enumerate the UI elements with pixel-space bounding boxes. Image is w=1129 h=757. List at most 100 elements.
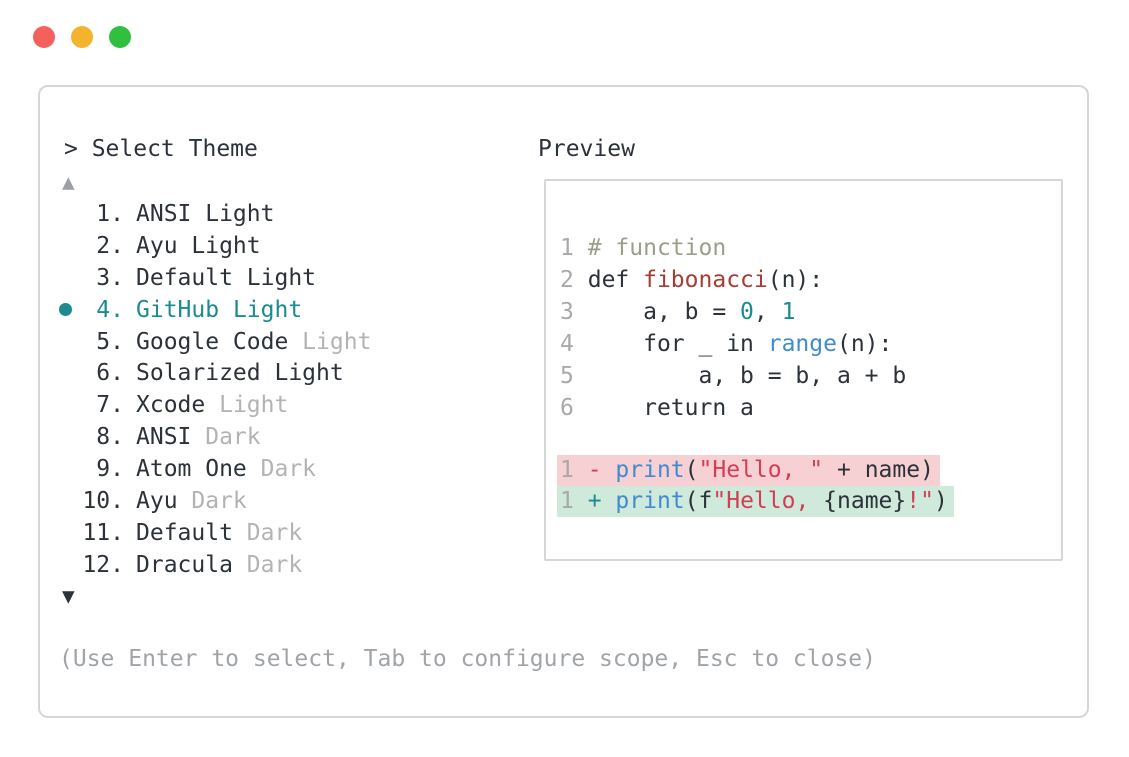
line-number: 1 [560, 488, 574, 514]
item-label: Ayu Light [136, 233, 261, 259]
line-number: 4 [560, 331, 574, 357]
code-token: range [767, 331, 837, 357]
theme-list-item[interactable]: 12. Dracula Dark [40, 549, 520, 581]
code-line: 5 a, b = b, a + b [560, 360, 906, 392]
theme-list-item[interactable]: 1. ANSI Light [40, 198, 520, 230]
line-number: 1 [560, 235, 574, 261]
theme-variant: Dark [177, 487, 247, 514]
code-token: + [587, 488, 616, 514]
theme-list-item[interactable]: 6. Solarized Light [40, 357, 520, 389]
theme-list-item[interactable]: 5. Google Code Light [40, 326, 520, 358]
theme-variant: Light [177, 232, 261, 259]
theme-name: Atom One [136, 456, 247, 483]
theme-name: Default [136, 264, 233, 291]
theme-list-item[interactable]: 3.Default Light [40, 262, 520, 294]
theme-variant: Light [191, 200, 275, 227]
theme-list-item[interactable]: 8. ANSI Dark [40, 421, 520, 453]
bullet-slot [52, 389, 78, 421]
code-token: , [753, 299, 782, 325]
theme-list-item[interactable]: 2.Ayu Light [40, 230, 520, 262]
theme-variant: Dark [232, 519, 303, 546]
theme-name: Ayu [136, 487, 178, 514]
code-token: for _ in [587, 331, 768, 357]
code-token: 0 [740, 299, 754, 325]
item-label: Ayu Dark [136, 488, 247, 514]
item-number: 1. [96, 200, 124, 227]
item-number: 5. [96, 328, 124, 355]
theme-variant: Light [260, 360, 344, 387]
line-number: 1 [560, 457, 574, 483]
code-token: "Hello, [712, 488, 824, 514]
bullet-slot [52, 485, 78, 517]
code-token: (n): [836, 331, 893, 357]
item-label: Atom One Dark [136, 456, 316, 482]
item-number: 7. [96, 392, 124, 419]
footer-hint: (Use Enter to select, Tab to configure s… [59, 646, 876, 672]
bullet-slot [52, 198, 78, 230]
theme-variant: Light [219, 296, 303, 323]
code-token: print [615, 488, 685, 514]
code-token: "Hello, " [698, 457, 824, 483]
select-theme-title: > Select Theme [64, 136, 258, 162]
item-number: 6. [96, 360, 124, 387]
theme-variant: Dark [232, 551, 303, 578]
code-token: (n): [767, 267, 824, 293]
scroll-up-icon[interactable]: ▲ [62, 170, 75, 194]
item-label: Solarized Light [136, 360, 344, 386]
code-token: fibonacci [643, 267, 768, 293]
bullet-slot [52, 517, 78, 549]
theme-list-item[interactable]: 7. Xcode Light [40, 389, 520, 421]
code-token: ( [684, 457, 699, 483]
theme-variant: Light [232, 264, 317, 291]
item-label: ANSI Dark [136, 424, 261, 450]
close-button-icon[interactable] [33, 26, 55, 48]
item-number: 11. [82, 519, 124, 546]
diff-added-line: 1 + print(f"Hello, {name}!") [557, 486, 954, 517]
minimize-button-icon[interactable] [71, 26, 93, 48]
preview-title: Preview [538, 136, 635, 162]
theme-variant: Light [205, 392, 289, 419]
theme-name: GitHub [136, 296, 220, 323]
item-label: Dracula Dark [136, 552, 302, 578]
line-number: 5 [560, 363, 574, 389]
diff-line: 1 + print(f"Hello, {name}!") [557, 486, 954, 517]
item-number: 4. [96, 296, 124, 323]
theme-list-item[interactable]: 4. GitHub Light [40, 294, 520, 326]
code-token: 1 [781, 299, 796, 325]
code-token: return a [587, 395, 754, 421]
code-token: a, b = [587, 299, 741, 325]
bullet-slot [52, 549, 78, 581]
code-token: print [615, 457, 685, 483]
diff-removed-line: 1 - print("Hello, " + name) [557, 455, 940, 486]
scroll-down-icon[interactable]: ▼ [62, 584, 75, 608]
maximize-button-icon[interactable] [109, 26, 131, 48]
bullet-slot [52, 326, 78, 358]
bullet-slot [52, 230, 78, 262]
theme-name: Ayu [136, 232, 178, 259]
code-token: + name) [823, 457, 934, 483]
item-label: Google Code Light [136, 329, 371, 355]
theme-variant: Dark [191, 424, 261, 451]
theme-list-item[interactable]: 10. Ayu Dark [40, 485, 520, 517]
item-number: 12. [82, 551, 124, 578]
theme-list-item[interactable]: 11.Default Dark [40, 517, 520, 549]
item-number: 10. [82, 487, 124, 514]
theme-name: ANSI [136, 200, 192, 227]
item-label: GitHub Light [136, 297, 302, 323]
theme-name: Xcode [136, 392, 206, 419]
theme-variant: Light [288, 328, 372, 355]
bullet-slot [52, 357, 78, 389]
item-number: 8. [96, 424, 124, 451]
line-number: 6 [560, 395, 574, 421]
code-line: 2 def fibonacci(n): [560, 264, 906, 296]
code-token: ) [933, 488, 948, 514]
code-line: 4 for _ in range(n): [560, 328, 906, 360]
code-token: (f [684, 488, 713, 514]
theme-list-item[interactable]: 9.Atom One Dark [40, 453, 520, 485]
item-label: Default Light [136, 265, 316, 291]
